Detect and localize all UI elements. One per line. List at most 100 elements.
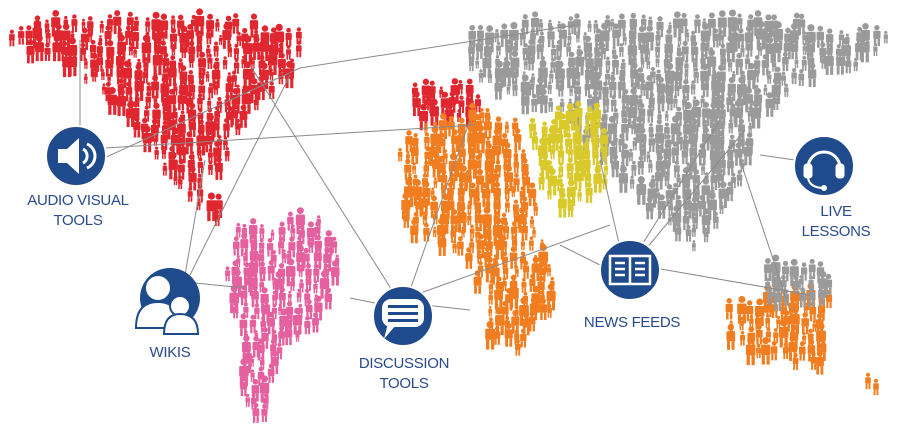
- person-figure: [67, 49, 78, 77]
- discussion-tools-label: DISCUSSION TOOLS: [359, 354, 450, 394]
- person-figure: [657, 89, 665, 112]
- person-figure: [755, 324, 763, 345]
- person-figure: [532, 227, 536, 238]
- person-figure: [587, 20, 592, 32]
- person-figure: [488, 291, 493, 305]
- person-figure: [35, 34, 44, 62]
- person-figure: [91, 68, 97, 82]
- person-figure: [521, 220, 528, 241]
- person-figure: [873, 378, 879, 396]
- person-figure: [513, 157, 519, 174]
- audio-visual-node[interactable]: [42, 122, 112, 192]
- person-figure: [312, 312, 319, 333]
- person-figure: [784, 83, 789, 97]
- person-figure: [648, 159, 653, 173]
- person-figure: [410, 218, 419, 244]
- person-figure: [528, 79, 535, 96]
- news-feeds-node[interactable]: [596, 236, 666, 306]
- person-figure: [429, 98, 439, 126]
- person-figure: [504, 121, 509, 134]
- person-figure: [618, 133, 625, 153]
- person-figure: [324, 287, 333, 310]
- person-figure: [249, 314, 257, 334]
- person-figure: [521, 196, 529, 218]
- person-figure: [703, 227, 709, 243]
- person-figure: [187, 187, 193, 202]
- person-figure: [211, 63, 221, 89]
- person-figure: [550, 58, 556, 73]
- person-figure: [505, 198, 510, 213]
- person-figure: [727, 155, 734, 176]
- person-figure: [424, 132, 430, 149]
- person-figure: [677, 34, 682, 45]
- person-figure: [177, 175, 183, 190]
- person-figure: [478, 69, 484, 83]
- person-figure: [764, 258, 772, 281]
- person-figure: [71, 14, 78, 33]
- person-figure: [739, 316, 744, 331]
- person-figure: [836, 50, 845, 75]
- person-figure: [266, 238, 274, 257]
- person-figure: [290, 277, 295, 292]
- person-figure: [519, 27, 526, 46]
- person-figure: [546, 264, 552, 277]
- people-figures: [9, 8, 888, 423]
- person-figure: [295, 207, 305, 235]
- person-figure: [647, 104, 654, 123]
- person-figure: [513, 173, 520, 192]
- person-figure: [122, 60, 132, 88]
- person-figure: [628, 148, 634, 162]
- person-figure: [630, 62, 639, 88]
- person-figure: [117, 34, 127, 61]
- person-figure: [249, 13, 259, 38]
- label-line: WIKIS: [149, 344, 191, 361]
- person-figure: [765, 314, 771, 329]
- person-figure: [550, 145, 555, 160]
- person-figure: [681, 145, 689, 165]
- person-figure: [503, 142, 512, 167]
- person-figure: [413, 179, 423, 206]
- person-figure: [397, 148, 403, 162]
- person-figure: [142, 125, 152, 153]
- person-figure: [412, 162, 417, 174]
- person-figure: [412, 91, 421, 117]
- person-figure: [821, 54, 827, 69]
- person-figure: [824, 48, 834, 75]
- person-figure: [218, 34, 223, 46]
- person-figure: [751, 99, 761, 129]
- person-figure: [629, 175, 635, 189]
- person-figure: [636, 176, 647, 205]
- person-figure: [802, 31, 807, 45]
- person-figure: [181, 43, 187, 58]
- person-figure: [419, 103, 429, 131]
- person-figure: [323, 246, 332, 272]
- person-figure: [726, 91, 734, 113]
- person-figure: [487, 69, 493, 83]
- person-figure: [467, 212, 472, 226]
- person-figure: [9, 29, 15, 47]
- person-figure: [591, 90, 600, 113]
- person-figure: [807, 52, 815, 73]
- person-figure: [151, 75, 160, 99]
- person-figure: [782, 51, 789, 72]
- person-figure: [520, 149, 526, 165]
- live-lessons-node[interactable]: [790, 132, 860, 202]
- label-line: TOOLS: [379, 375, 429, 392]
- person-figure: [521, 277, 527, 293]
- person-figure: [790, 38, 799, 60]
- person-figure: [701, 208, 711, 234]
- person-figure: [807, 285, 816, 308]
- wikis-node[interactable]: [128, 262, 208, 342]
- person-figure: [197, 93, 203, 110]
- person-figure: [664, 171, 670, 187]
- person-figure: [287, 290, 292, 302]
- discussion-tools-node[interactable]: [368, 285, 438, 355]
- person-figure: [166, 112, 176, 140]
- person-figure: [296, 40, 302, 58]
- person-figure: [259, 224, 265, 239]
- person-figure: [232, 268, 242, 297]
- person-figure: [528, 236, 534, 251]
- person-figure: [152, 102, 161, 128]
- person-figure: [655, 42, 661, 58]
- person-figure: [735, 52, 743, 75]
